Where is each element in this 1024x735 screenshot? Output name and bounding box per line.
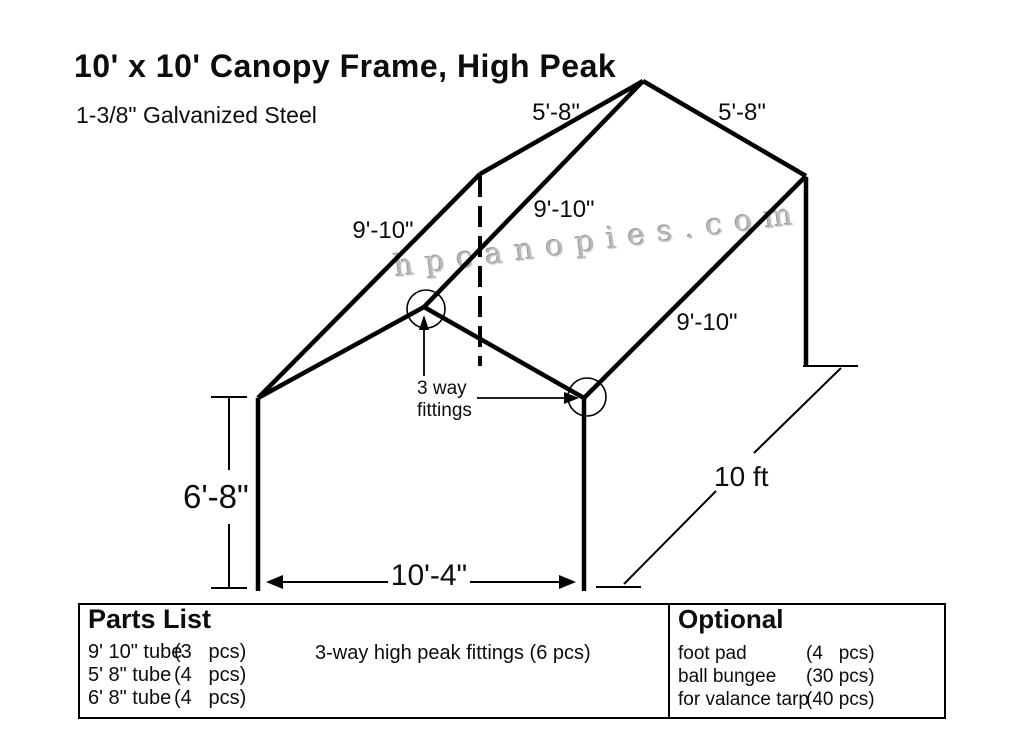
optional-row: for valance tarp(40 pcs): [678, 688, 875, 711]
rear-right-slope-label: 5'-8": [718, 99, 766, 126]
rear-left-roof-slope: [478, 79, 645, 176]
part-qty: (4 pcs): [174, 664, 247, 686]
dim-10ft-lower-diagonal: [623, 490, 717, 585]
part-name: 5' 8" tube: [88, 664, 172, 686]
dimension-front-width: [266, 575, 576, 589]
dimension-side-depth: [596, 365, 858, 588]
fitting-callout-line1: 3 way: [417, 378, 467, 399]
dim-10-4-left-arrowhead: [266, 575, 283, 589]
dimension-post-height: [211, 396, 247, 589]
material-subtitle: 1-3/8" Galvanized Steel: [76, 102, 317, 128]
post-height-label: 6'-8": [183, 478, 249, 515]
part-name: 6' 8" tube: [88, 687, 172, 709]
optional-qty: (4 pcs): [806, 643, 875, 664]
optional-qty: (40 pcs): [806, 689, 875, 710]
optional-row: ball bungee (30 pcs): [678, 665, 875, 688]
front-left-roof-slope: [256, 305, 426, 400]
part-qty: (3 pcs): [174, 641, 247, 663]
panel-divider: [668, 603, 670, 717]
part-qty: (4 pcs): [174, 687, 247, 709]
left-eave-tube: [256, 172, 482, 400]
parts-list-title: Parts List: [88, 604, 212, 634]
ridge-tube: [422, 79, 645, 309]
side-depth-label: 10 ft: [714, 461, 769, 492]
fitting-callout-arrows: [419, 315, 579, 404]
parts-list-row: 5' 8" tube(4 pcs): [88, 664, 246, 687]
optional-name: ball bungee: [678, 666, 777, 687]
callout-arrow-up-head: [419, 315, 429, 330]
callout-arrow-right-head: [564, 392, 579, 404]
left-eave-label: 9'-10": [352, 217, 414, 244]
fitting-callout: 3 way fittings: [417, 378, 472, 422]
page-title: 10' x 10' Canopy Frame, High Peak: [74, 48, 617, 84]
front-width-label: 10'-4": [390, 559, 468, 592]
optional-name: foot pad: [678, 643, 747, 664]
ridge-label: 9'-10": [533, 196, 595, 223]
fitting-callout-line2: fittings: [417, 400, 472, 421]
part-name: 9' 10" tube: [88, 641, 183, 663]
rear-right-roof-slope: [641, 79, 808, 178]
dim-10ft-upper-diagonal: [753, 367, 842, 454]
parts-list-panel: [78, 603, 946, 719]
right-eave-tube: [582, 174, 808, 400]
optional-row: foot pad (4 pcs): [678, 642, 875, 665]
right-eave-label: 9'-10": [676, 309, 738, 336]
optional-name: for valance tarp: [678, 689, 809, 710]
parts-list-row: 6' 8" tube(4 pcs): [88, 687, 246, 710]
front-right-roof-slope: [422, 305, 586, 400]
optional-title: Optional: [678, 604, 784, 634]
optional-qty: (30 pcs): [806, 666, 875, 687]
rear-left-slope-label: 5'-8": [532, 99, 580, 126]
parts-list-row: 9' 10" tube(3 pcs): [88, 641, 246, 664]
fittings-item: 3-way high peak fittings (6 pcs): [315, 642, 591, 664]
dim-10-4-right-arrowhead: [559, 575, 576, 589]
canopy-frame-tubes: [255, 79, 809, 591]
